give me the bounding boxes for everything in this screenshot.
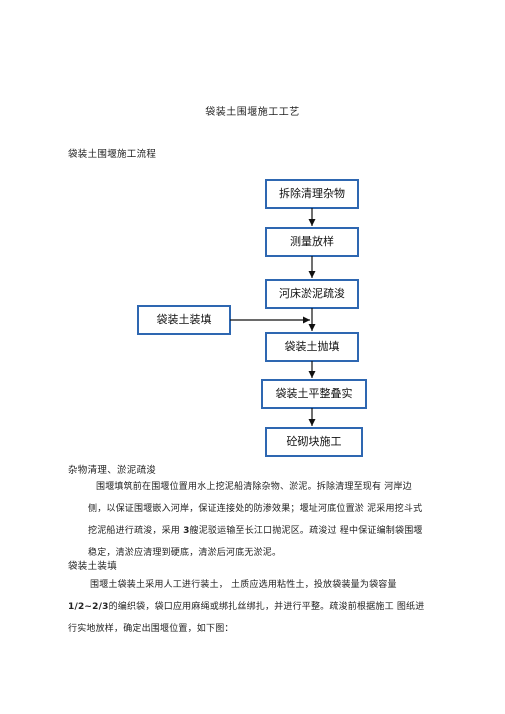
flow-step-2-box [265, 227, 359, 257]
paragraph-line: 挖泥船进行疏浚，采用 3艘泥驳运输至长江口抛泥区。疏浚过 程中保证编制袋围堰 [88, 520, 428, 542]
section-heading-flow: 袋装土围堰施工流程 [68, 149, 157, 160]
section-heading-bag-filling: 袋装土装填 [68, 561, 118, 572]
barge-count: 3 [183, 526, 190, 536]
flow-step-1-label: 拆除清理杂物 [279, 186, 345, 200]
paragraph-clearing: 围堰填筑前在围堰位置用水上挖泥船清除杂物、淤泥。拆除清理至现有 河岸边 侧，以保… [88, 476, 428, 564]
paragraph-bag-filling: 围堰土袋装土采用人工进行装土， 土质应选用粘性土，投放袋装量为袋容量 1/2~2… [68, 574, 438, 640]
flow-step-5-label: 袋装土平整叠实 [276, 386, 353, 400]
paragraph-line: 1/2~2/3的编织袋，袋口应用麻绳或绑扎丝绑扎，并进行平整。疏浚前根据施工 图… [68, 596, 438, 618]
flow-side-input-label: 袋装土装填 [157, 312, 212, 326]
paragraph-line: 稳定，清淤应清理到硬底，清淤后河底无淤泥。 [88, 548, 282, 558]
flow-step-2-label: 测量放样 [290, 234, 334, 248]
flow-side-input-box [137, 305, 231, 335]
section-heading-clearing: 杂物清理、淤泥疏浚 [68, 465, 157, 476]
flow-step-3-label: 河床淤泥疏浚 [279, 286, 345, 300]
paragraph-line-part: 的编织袋，袋口应用麻绳或绑扎丝绑扎，并进行平整。疏浚前根据施工 图纸进 [108, 602, 425, 612]
paragraph-line: 侧，以保证围堰嵌入河岸，保证连接处的防渗效果；堰址河底位置淤 泥采用挖斗式 [88, 504, 423, 514]
flow-step-3-box [265, 279, 359, 309]
flow-step-4-label: 袋装土抛填 [285, 339, 340, 353]
flow-step-6-label: 砼砌块施工 [287, 435, 342, 448]
paragraph-line-part: 艘泥驳运输至长江口抛泥区。疏浚过 程中保证编制袋围堰 [189, 526, 423, 536]
bag-fill-ratio: 1/2~2/3 [68, 602, 109, 612]
flow-step-6-box [265, 427, 363, 457]
flow-step-1-box [265, 179, 359, 209]
paragraph-line: 行实地放样，确定出围堰位置，如下图： [68, 624, 234, 634]
paragraph-line-part: 挖泥船进行疏浚，采用 [88, 526, 184, 536]
paragraph-line: 围堰填筑前在围堰位置用水上挖泥船清除杂物、淤泥。拆除清理至现有 河岸边 [96, 482, 412, 492]
document-title: 袋装土围堰施工工艺 [205, 107, 300, 118]
flow-step-5-box [261, 379, 367, 409]
paragraph-line: 围堰土袋装土采用人工进行装土， 土质应选用粘性土，投放袋装量为袋容量 [90, 580, 397, 590]
